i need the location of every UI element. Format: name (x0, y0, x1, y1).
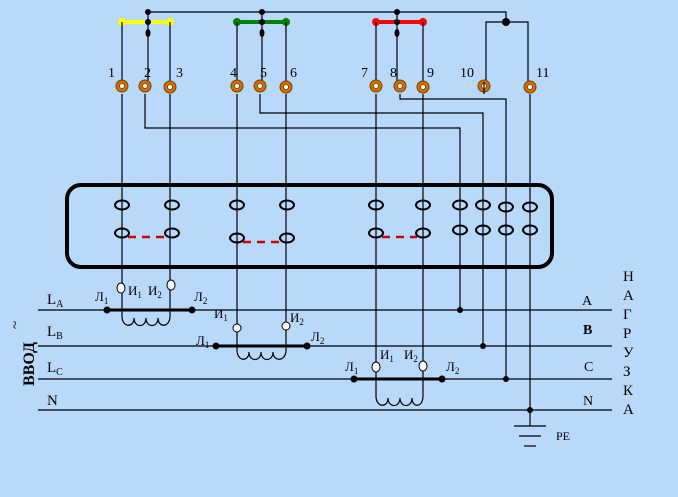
voltage-taps (147, 36, 398, 81)
load-label-b: B (583, 323, 592, 338)
meter-coil (415, 227, 431, 239)
load-label-letter: А (623, 402, 634, 418)
terminal-label-11: 11 (536, 66, 549, 81)
meter-coil (279, 232, 295, 244)
meter-body (65, 183, 554, 269)
terminal-hole (142, 83, 148, 89)
jumper-to-terminal-wires (121, 22, 424, 86)
input-line-labels: LA LB LC N (47, 292, 64, 409)
ct-mark: И1 (128, 283, 142, 300)
meter-coil (522, 224, 538, 236)
meter-coil (164, 199, 180, 211)
ct-mark: И2 (290, 310, 304, 327)
ct-mark: И1 (380, 347, 394, 364)
ct-mark: И1 (214, 306, 228, 323)
meter-coil (164, 227, 180, 239)
load-label-letter: З (623, 364, 631, 380)
terminal-hole (420, 84, 426, 90)
terminal-hole (167, 84, 173, 90)
label-lb: LB (47, 324, 63, 342)
terminal-hole (373, 83, 379, 89)
fuse-marks (145, 29, 400, 37)
label-lc: LC (47, 360, 63, 378)
meter-coil (229, 199, 245, 211)
load-label-n: N (583, 394, 593, 409)
input-label: ВВОД (21, 342, 38, 386)
ct-mark: Л2 (194, 289, 207, 306)
load-label-letter: Г (623, 307, 632, 323)
load-label-letter: У (623, 345, 634, 361)
terminal-hole (119, 83, 125, 89)
meter-coil (452, 199, 468, 211)
terminal-label-4: 4 (230, 66, 237, 81)
terminal-hole (234, 83, 240, 89)
pe-ground (514, 410, 546, 447)
terminal-label-6: 6 (290, 66, 297, 81)
meter-coil (415, 199, 431, 211)
terminal-hole (527, 84, 533, 90)
meter-coil (475, 199, 491, 211)
meter-coil (475, 224, 491, 236)
terminal-label-7: 7 (361, 66, 368, 81)
label-n: N (47, 393, 58, 409)
meter-coil (114, 199, 130, 211)
ct-mark: Л1 (196, 333, 209, 350)
ct-secondary-terminals (116, 279, 428, 373)
terminal-label-1: 1 (108, 66, 115, 81)
ct-mark: Л1 (95, 289, 108, 306)
meter-terminals (115, 79, 537, 94)
load-phase-labels: A B C N (582, 294, 593, 409)
load-label-letter: Р (623, 326, 631, 342)
terminal-label-10: 10 (460, 66, 474, 81)
meter-coil (368, 227, 384, 239)
ct-mark: Л1 (345, 359, 358, 376)
terminal-hole (283, 84, 289, 90)
tilde-mark: ~ (8, 321, 24, 329)
load-label-letter: К (623, 383, 634, 399)
load-label-letter: А (623, 288, 634, 304)
ct-mark: Л2 (311, 329, 324, 346)
terminal-label-5: 5 (260, 66, 267, 81)
ct-mark: И2 (148, 283, 162, 300)
meter-coil (498, 201, 514, 213)
terminal-numbers: 1 2 3 4 5 6 7 8 9 10 11 (108, 66, 549, 81)
terminal-hole (257, 83, 263, 89)
meter-coil (279, 199, 295, 211)
ct-mark: Л2 (446, 359, 459, 376)
load-label-c: C (584, 360, 593, 375)
label-la: LA (47, 292, 64, 310)
load-label-a: A (582, 294, 593, 309)
ct-secondary-windings (121, 288, 424, 407)
ct-primaries (107, 308, 442, 381)
meter-coil (229, 232, 245, 244)
meter-coil (368, 199, 384, 211)
terminal-label-8: 8 (390, 66, 397, 81)
terminal-label-2: 2 (144, 66, 151, 81)
meter-internal-coils (114, 199, 538, 244)
ct-mark: И2 (404, 347, 418, 364)
terminal-label-3: 3 (176, 66, 183, 81)
terminal-label-9: 9 (427, 66, 434, 81)
meter-coil (498, 224, 514, 236)
meter-coil (452, 224, 468, 236)
internal-links (128, 235, 417, 244)
load-label-letter: Н (623, 269, 634, 285)
ct-terminal-dots (103, 306, 533, 413)
meter-coil (114, 227, 130, 239)
meter-coil (522, 201, 538, 213)
terminal-hole (397, 83, 403, 89)
bus-junction-dots (145, 9, 510, 26)
phase-lines (38, 309, 612, 411)
pe-label: PE (556, 429, 570, 443)
